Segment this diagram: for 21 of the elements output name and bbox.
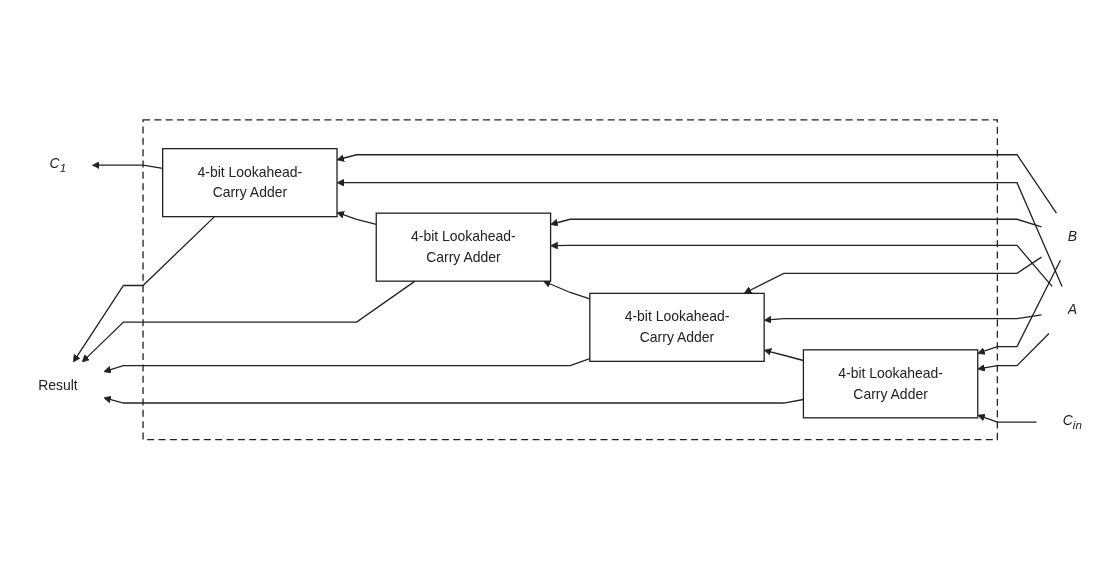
node-text: Result — [38, 377, 78, 393]
cluster — [142, 119, 999, 441]
node-box: 4-bit Lookahead-Carry Adder — [589, 292, 765, 362]
node-box: 4-bit Lookahead-Carry Adder — [375, 212, 552, 282]
node-box: 4-bit Lookahead-Carry Adder — [162, 148, 338, 218]
arrow — [743, 256, 1043, 294]
node-text: A — [1067, 302, 1077, 317]
arrow — [81, 280, 416, 363]
arrow — [977, 259, 1062, 355]
arrow — [72, 216, 216, 363]
arrow — [103, 358, 591, 374]
node-text: C$_{in}$ — [1062, 412, 1082, 432]
node-text: B — [1067, 228, 1077, 244]
arrow — [550, 241, 1053, 288]
arrow — [977, 413, 1038, 423]
arrow — [550, 218, 1043, 228]
node-text: C$_{1}$ — [49, 155, 67, 175]
arrow — [336, 211, 377, 226]
arrow — [977, 332, 1050, 372]
node-box: 4-bit Lookahead-Carry Adder — [802, 349, 979, 419]
arrow — [336, 178, 1063, 288]
